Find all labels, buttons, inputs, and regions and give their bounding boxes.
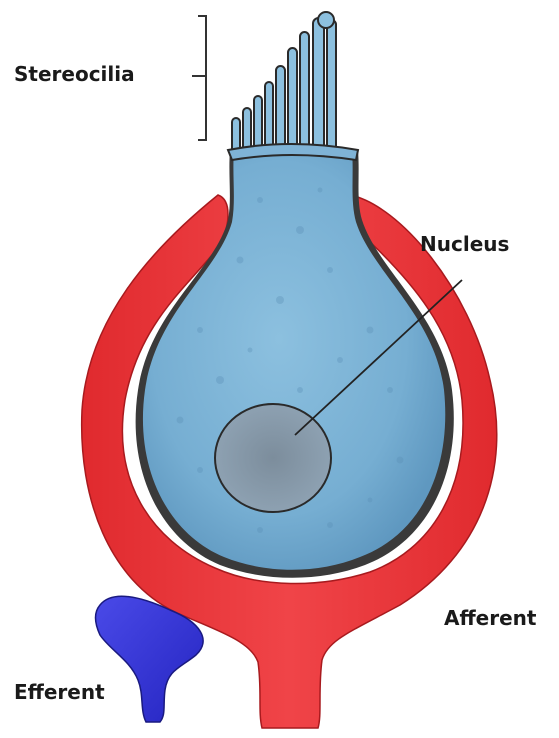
afferent-label: Afferent bbox=[444, 608, 536, 628]
efferent-label: Efferent bbox=[14, 682, 105, 702]
stereocilia-bundle bbox=[232, 12, 336, 154]
nucleus-label: Nucleus bbox=[420, 234, 509, 254]
stereocilia-label: Stereocilia bbox=[14, 64, 135, 84]
stereocilia-bracket bbox=[192, 16, 206, 140]
nucleus bbox=[215, 404, 331, 512]
